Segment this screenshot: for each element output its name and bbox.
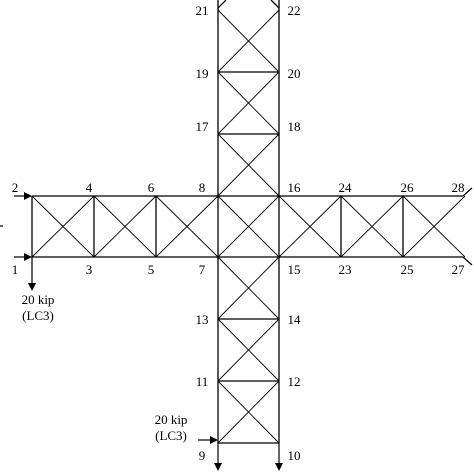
node-label-28: 28 [452,180,465,195]
node-label-18: 18 [288,119,301,134]
load-label-node-1-magnitude: 20 kip [22,292,55,307]
load-label-node-9-case: (LC3) [155,428,187,443]
node-label-24: 24 [339,180,353,195]
base-arrow-right-head [275,463,283,471]
node-label-14: 14 [288,312,302,327]
right-end-hook-bottom [462,256,473,266]
node-label-7: 7 [199,262,206,277]
node-label-15: 15 [288,262,301,277]
node-label-20: 20 [288,66,301,81]
truss-members [31,0,473,444]
top-left-hook [217,0,227,9]
node-label-8: 8 [199,180,206,195]
node-label-10: 10 [288,448,301,463]
load-label-node-1-case: (LC3) [22,308,54,323]
brace [278,195,342,258]
node-label-3: 3 [86,262,93,277]
node-label-5: 5 [148,262,155,277]
top-right-hook [270,0,280,9]
brace [155,195,219,258]
load-labels: 20 kip (LC3) 20 kip (LC3) [22,292,188,443]
node-label-21: 21 [196,3,209,18]
right-end-hook-top [462,187,473,197]
brace [340,195,404,258]
brace [217,380,280,444]
node-label-22: 22 [288,3,301,18]
node-label-25: 25 [401,262,414,277]
load-arrow-node-9-head [210,436,218,444]
node-labels: 1 2 3 4 5 6 7 8 9 10 11 12 13 14 15 16 1… [12,3,465,463]
node-label-13: 13 [196,312,209,327]
brace [217,195,280,258]
node-label-12: 12 [288,374,301,389]
node-label-6: 6 [148,180,155,195]
load-arrow-node-1-head [28,283,36,291]
node-label-9: 9 [199,448,206,463]
node-label-2: 2 [12,180,19,195]
arrow-node-2-head [24,192,32,200]
brace [31,195,95,258]
brace [217,318,280,382]
node-label-17: 17 [196,119,210,134]
node-label-11: 11 [196,374,209,389]
brace [217,71,280,135]
brace [93,195,157,258]
load-label-node-9-magnitude: 20 kip [155,412,188,427]
node-label-1: 1 [12,262,19,277]
node-label-23: 23 [339,262,352,277]
node-label-27: 27 [452,262,466,277]
brace [217,256,280,320]
arrows [0,192,283,471]
brace [217,9,280,73]
arrow-node-1-head [24,253,32,261]
node-label-19: 19 [196,66,209,81]
node-label-26: 26 [401,180,415,195]
base-arrow-left-head [214,463,222,471]
node-label-16: 16 [288,180,302,195]
brace [402,195,466,258]
brace [217,133,280,197]
node-label-4: 4 [86,180,93,195]
